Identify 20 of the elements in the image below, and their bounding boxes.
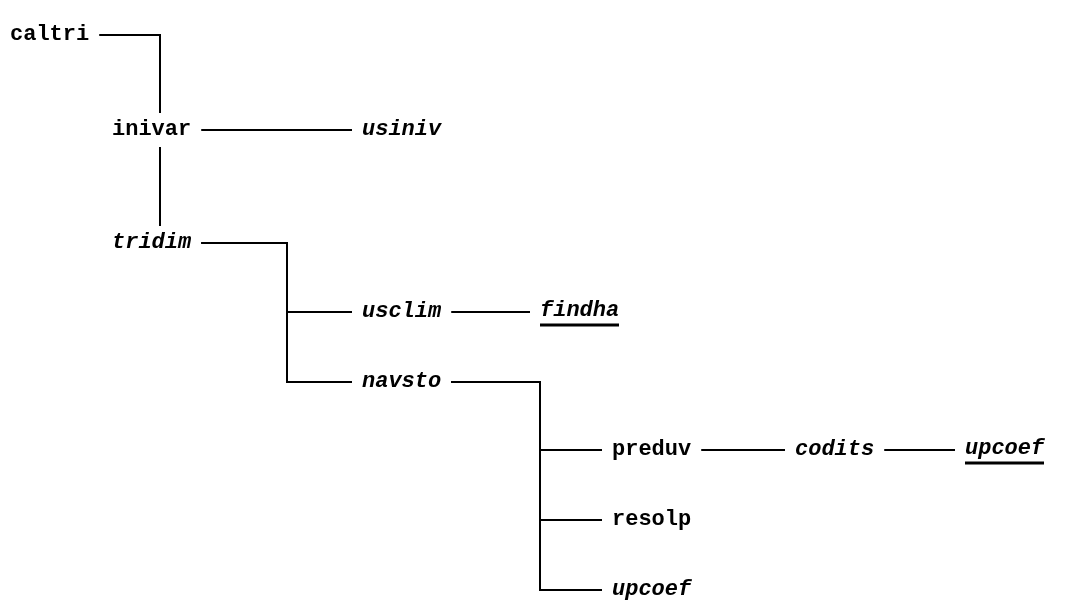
function-name: findha xyxy=(540,297,620,327)
function-name: caltri xyxy=(10,22,90,48)
connector-line xyxy=(200,129,353,131)
connector-line xyxy=(159,146,161,227)
connector-line xyxy=(700,449,786,451)
connector-line xyxy=(200,242,353,383)
connector-line xyxy=(98,34,161,114)
connector-line xyxy=(450,381,603,591)
function-name: upcoef xyxy=(965,435,1045,465)
function-name: codits xyxy=(795,437,875,463)
function-name: resolp xyxy=(612,507,692,533)
function-name: tridim xyxy=(112,230,192,256)
function-name: upcoef xyxy=(612,577,692,603)
connector-line xyxy=(883,449,956,451)
connector-line xyxy=(450,311,531,313)
function-name: usiniv xyxy=(362,117,442,143)
function-name: inivar xyxy=(112,117,192,143)
function-name: usclim xyxy=(362,299,442,325)
function-name: navsto xyxy=(362,369,442,395)
function-name: preduv xyxy=(612,437,692,463)
